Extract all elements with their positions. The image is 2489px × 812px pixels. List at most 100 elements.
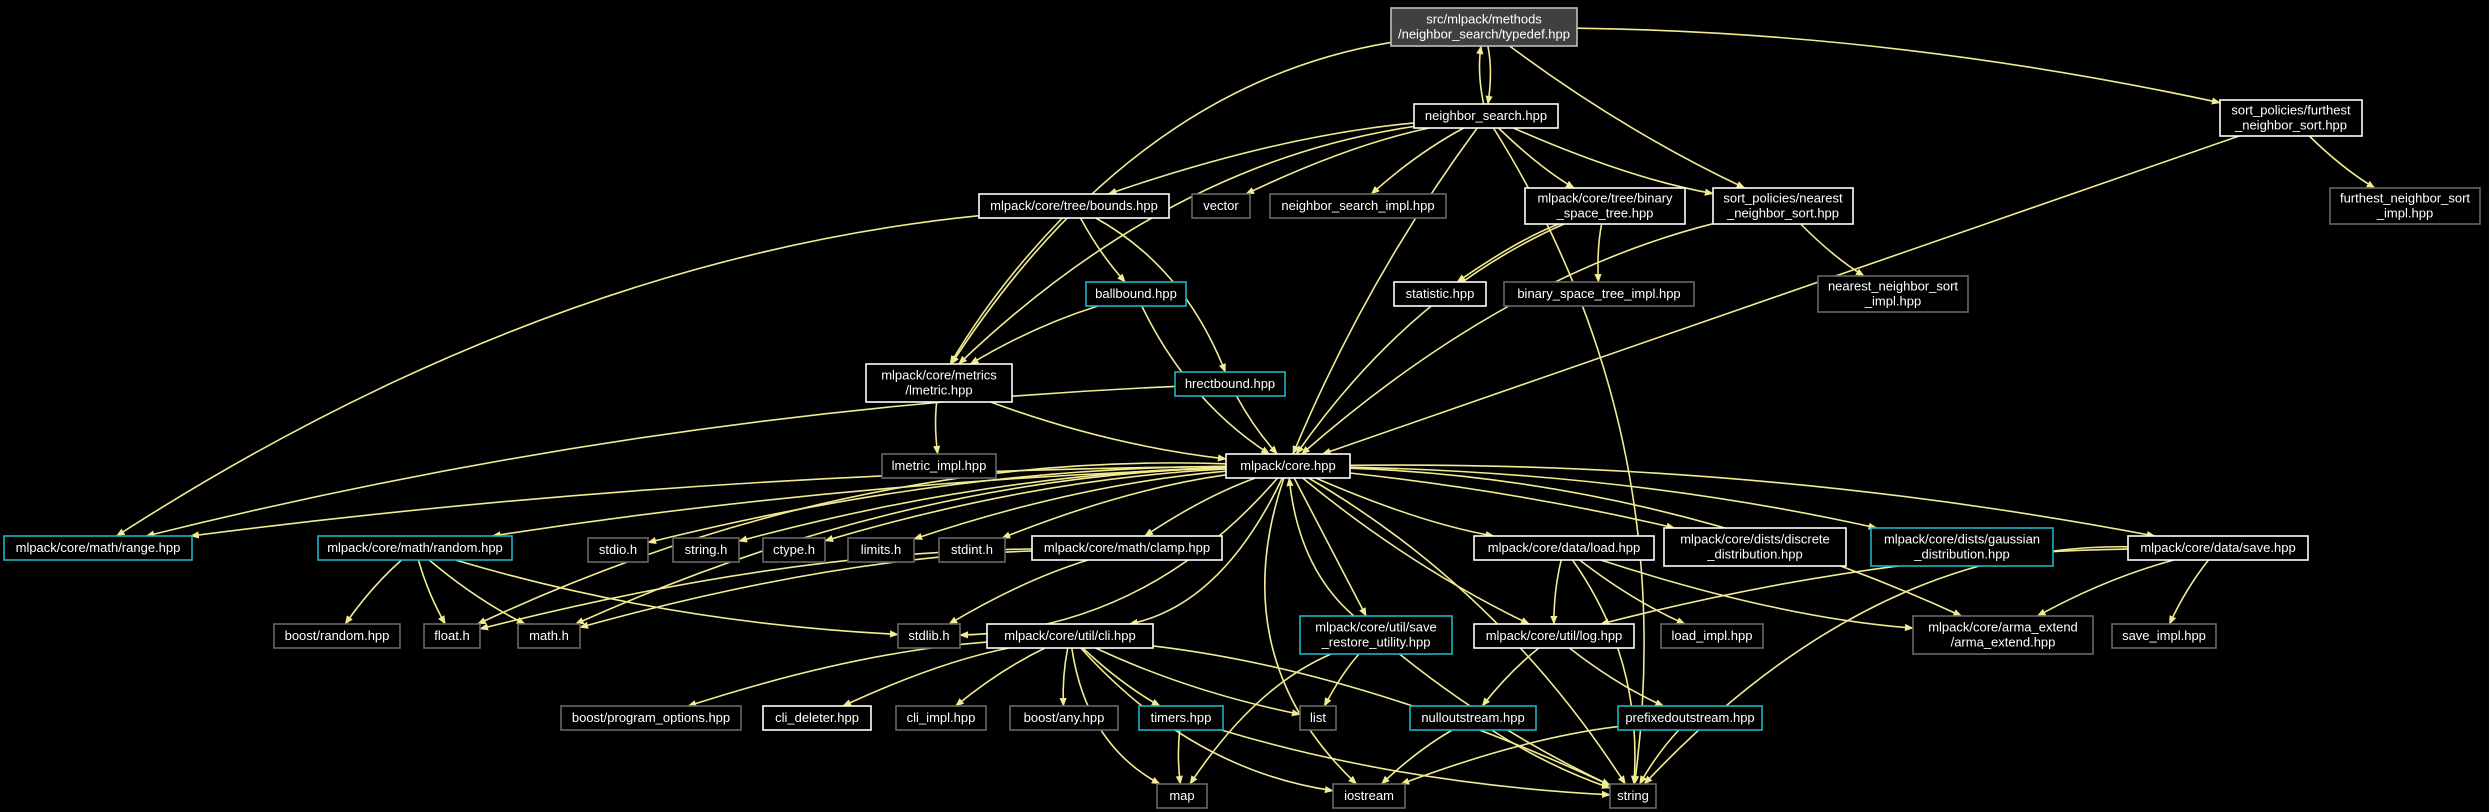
node-label: cli_deleter.hpp (775, 710, 859, 725)
node-root[interactable]: src/mlpack/methods/neighbor_search/typed… (1390, 7, 1578, 47)
edge-load-to-log (1550, 559, 1562, 625)
node-clidel[interactable]: cli_deleter.hpp (762, 705, 872, 731)
node-lmetric[interactable]: mlpack/core/metrics/lmetric.hpp (865, 363, 1013, 403)
node-stdinth[interactable]: stdint.h (938, 537, 1006, 563)
node-box (1663, 527, 1847, 567)
node-range[interactable]: mlpack/core/math/range.hpp (3, 535, 193, 561)
node-label: neighbor_search_impl.hpp (1281, 198, 1434, 213)
node-fns[interactable]: sort_policies/furthest_neighbor_sort.hpp (2219, 99, 2363, 137)
node-box (895, 705, 987, 731)
node-timers[interactable]: timers.hpp (1138, 705, 1224, 731)
node-label: sort_policies/nearest (1723, 191, 1843, 206)
node-box (1413, 103, 1559, 129)
node-floath[interactable]: float.h (423, 623, 481, 649)
node-label: boost/program_options.hpp (572, 710, 730, 725)
edge-fns-to-core (1321, 135, 2240, 455)
node-box (2219, 99, 2363, 137)
node-nns[interactable]: sort_policies/nearest_neighbor_sort.hpp (1712, 187, 1854, 225)
node-save[interactable]: mlpack/core/data/save.hpp (2127, 535, 2309, 561)
node-nsh[interactable]: neighbor_search.hpp (1413, 103, 1559, 129)
edge-core-to-mathh (574, 467, 1227, 625)
node-stringh[interactable]: string.h (672, 537, 740, 563)
edge-root-to-fns (1576, 27, 2221, 105)
node-ballbound[interactable]: ballbound.hpp (1085, 281, 1187, 307)
node-bounds[interactable]: mlpack/core/tree/bounds.hpp (978, 193, 1170, 219)
node-nsimpl[interactable]: neighbor_search_impl.hpp (1269, 193, 1447, 219)
edge-nullout-to-string (1491, 729, 1611, 789)
node-box (881, 453, 997, 479)
node-box (1503, 281, 1695, 307)
node-core[interactable]: mlpack/core.hpp (1225, 453, 1351, 479)
node-label: float.h (434, 628, 469, 643)
node-label: mlpack/core/math/random.hpp (327, 540, 503, 555)
node-cli[interactable]: mlpack/core/util/cli.hpp (986, 623, 1154, 649)
node-nnsi[interactable]: nearest_neighbor_sort_impl.hpp (1817, 275, 1969, 313)
node-armaext[interactable]: mlpack/core/arma_extend/arma_extend.hpp (1912, 615, 2094, 655)
edge-root-to-nsh (1485, 45, 1493, 105)
node-label: _impl.hpp (1864, 294, 1921, 309)
node-bstimpl[interactable]: binary_space_tree_impl.hpp (1503, 281, 1695, 307)
node-ctypeh[interactable]: ctype.h (762, 537, 826, 563)
node-string[interactable]: string (1609, 783, 1657, 809)
node-stdioh[interactable]: stdio.h (587, 537, 649, 563)
node-label: hrectbound.hpp (1185, 376, 1275, 391)
node-label: src/mlpack/methods (1426, 12, 1542, 27)
node-discrete[interactable]: mlpack/core/dists/discrete_distribution.… (1663, 527, 1847, 567)
node-iostream[interactable]: iostream (1332, 783, 1406, 809)
node-log[interactable]: mlpack/core/util/log.hpp (1473, 623, 1635, 649)
node-clamp[interactable]: mlpack/core/math/clamp.hpp (1031, 535, 1223, 561)
node-boostrandom[interactable]: boost/random.hpp (273, 623, 401, 649)
node-hrect[interactable]: hrectbound.hpp (1174, 371, 1286, 397)
node-gaussian[interactable]: mlpack/core/dists/gaussian_distribution.… (1870, 527, 2054, 567)
edge-core-to-ctypeh (824, 468, 1227, 542)
node-loadimpl[interactable]: load_impl.hpp (1660, 623, 1764, 649)
node-label: mlpack/core/util/save (1315, 620, 1436, 635)
edge-bounds-to-lmetric (949, 217, 1063, 365)
node-po[interactable]: boost/program_options.hpp (560, 705, 742, 731)
node-label: load_impl.hpp (1672, 628, 1753, 643)
node-list[interactable]: list (1299, 705, 1337, 731)
node-label: mlpack/core/metrics (881, 368, 997, 383)
node-label: mlpack/core/data/load.hpp (1488, 540, 1640, 555)
node-fnsi[interactable]: furthest_neighbor_sort_impl.hpp (2329, 187, 2481, 225)
node-limitsh[interactable]: limits.h (847, 537, 915, 563)
edge-random-to-boostrandom (344, 559, 403, 625)
node-load[interactable]: mlpack/core/data/load.hpp (1473, 535, 1655, 561)
node-box (1031, 535, 1223, 561)
node-label: boost/random.hpp (285, 628, 390, 643)
node-map[interactable]: map (1156, 783, 1208, 809)
node-saveimpl[interactable]: save_impl.hpp (2111, 623, 2217, 649)
node-label: prefixedoutstream.hpp (1625, 710, 1754, 725)
node-prefixed[interactable]: prefixedoutstream.hpp (1617, 705, 1763, 731)
node-vector[interactable]: vector (1191, 193, 1251, 219)
edge-log-to-nullout (1481, 647, 1540, 707)
node-box (1390, 7, 1578, 47)
node-label: _neighbor_sort.hpp (2234, 118, 2347, 133)
edge-nsh-to-core (1292, 127, 1478, 455)
edge-save-to-saveimpl (2168, 559, 2210, 625)
node-label: mlpack/core/tree/binary (1537, 191, 1673, 206)
node-label: neighbor_search.hpp (1425, 108, 1547, 123)
node-label: mlpack/core/util/log.hpp (1486, 628, 1623, 643)
edge-core-to-clamp (1144, 477, 1256, 537)
node-box (1191, 193, 1251, 219)
node-mathh[interactable]: math.h (517, 623, 581, 649)
node-stdlibh[interactable]: stdlib.h (897, 623, 961, 649)
node-statistic[interactable]: statistic.hpp (1393, 281, 1487, 307)
edge-cli-to-boostany (1059, 647, 1069, 707)
node-box (1473, 623, 1635, 649)
edge-nsh-to-bounds (1107, 122, 1415, 195)
edge-cli-to-list (1095, 647, 1301, 717)
node-cliimpl[interactable]: cli_impl.hpp (895, 705, 987, 731)
node-lmetrici[interactable]: lmetric_impl.hpp (881, 453, 997, 479)
node-random[interactable]: mlpack/core/math/random.hpp (317, 535, 513, 561)
node-boostany[interactable]: boost/any.hpp (1009, 705, 1119, 731)
edge-core-to-string (1308, 477, 1626, 785)
node-label: binary_space_tree_impl.hpp (1517, 286, 1680, 301)
node-sru[interactable]: mlpack/core/util/save_restore_utility.hp… (1299, 615, 1453, 655)
node-bst[interactable]: mlpack/core/tree/binary_space_tree.hpp (1524, 187, 1686, 225)
edge-log-to-prefixed (1568, 647, 1665, 707)
node-box (560, 705, 742, 731)
node-nullout[interactable]: nulloutstream.hpp (1409, 705, 1537, 731)
node-label: _impl.hpp (2376, 206, 2433, 221)
